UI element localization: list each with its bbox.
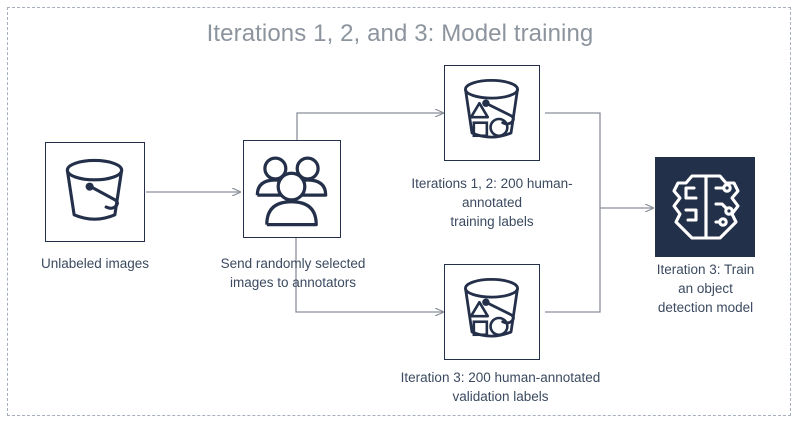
bucket-icon: [65, 158, 124, 221]
caption-training-labels: Iterations 1, 2: 200 human- annotated tr…: [411, 176, 573, 229]
ai-brain-chip-icon: [672, 174, 740, 240]
caption-train-model: Iteration 3: Train an object detection m…: [656, 262, 755, 315]
labeled-bucket-icon: [464, 278, 519, 338]
node-train-model[interactable]: [655, 157, 755, 257]
node-training-labels[interactable]: [444, 65, 540, 161]
caption-validation-labels: Iteration 3: 200 human-annotated validat…: [400, 370, 601, 404]
diagram-border: [7, 7, 791, 416]
node-validation-labels[interactable]: [444, 264, 540, 360]
caption-annotators: Send randomly selected images to annotat…: [220, 256, 366, 290]
people-group-icon: [255, 156, 328, 227]
node-annotators[interactable]: [243, 140, 341, 238]
node-unlabeled-images[interactable]: [45, 142, 145, 242]
labeled-bucket-icon: [464, 79, 519, 139]
page-title: Iterations 1, 2, and 3: Model training: [206, 20, 594, 47]
caption-unlabeled-images: Unlabeled images: [40, 256, 150, 271]
